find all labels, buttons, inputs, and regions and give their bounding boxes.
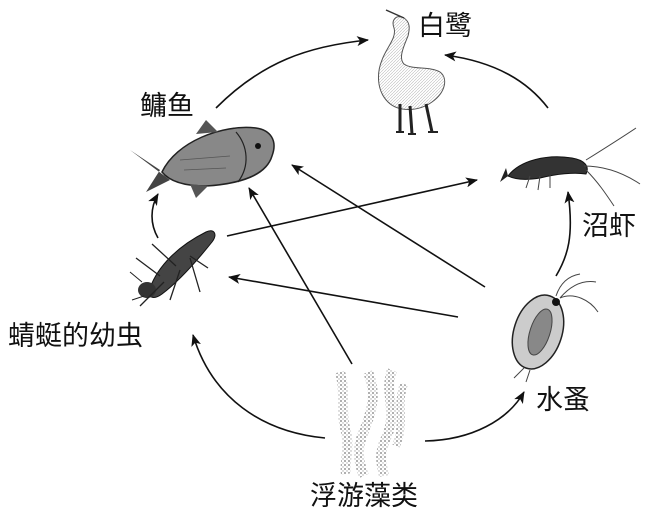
arrow-algae-to-flea	[424, 391, 525, 442]
plankton-algae-label: 浮游藻类	[310, 481, 418, 512]
arrow-flea-to-carp	[291, 164, 486, 288]
dragonfly-larva-icon	[129, 230, 216, 307]
egret-icon	[378, 9, 446, 135]
arrow-group	[148, 36, 575, 442]
arrow-larva-to-carp	[148, 193, 159, 239]
arrow-larva-to-shrimp	[226, 177, 478, 237]
shrimp-icon	[500, 127, 641, 207]
algae-icon	[335, 368, 408, 478]
arrow-shrimp-to-egret	[444, 51, 549, 109]
bighead-carp-label: 鳙鱼	[140, 91, 194, 122]
dragonfly-larva-label: 蜻蜓的幼虫	[8, 321, 143, 352]
water-flea-label: 水蚤	[536, 385, 590, 416]
arrow-algae-to-larva	[191, 334, 326, 439]
fish-icon	[130, 120, 275, 198]
shrimp-label: 沼虾	[582, 211, 636, 242]
arrow-algae-to-carp	[248, 187, 353, 365]
arrow-carp-to-egret	[215, 36, 369, 109]
arrow-flea-to-larva	[228, 273, 459, 318]
arrow-flea-to-shrimp	[555, 191, 575, 277]
water-flea-icon	[511, 273, 599, 383]
egret-label: 白鹭	[418, 11, 472, 42]
